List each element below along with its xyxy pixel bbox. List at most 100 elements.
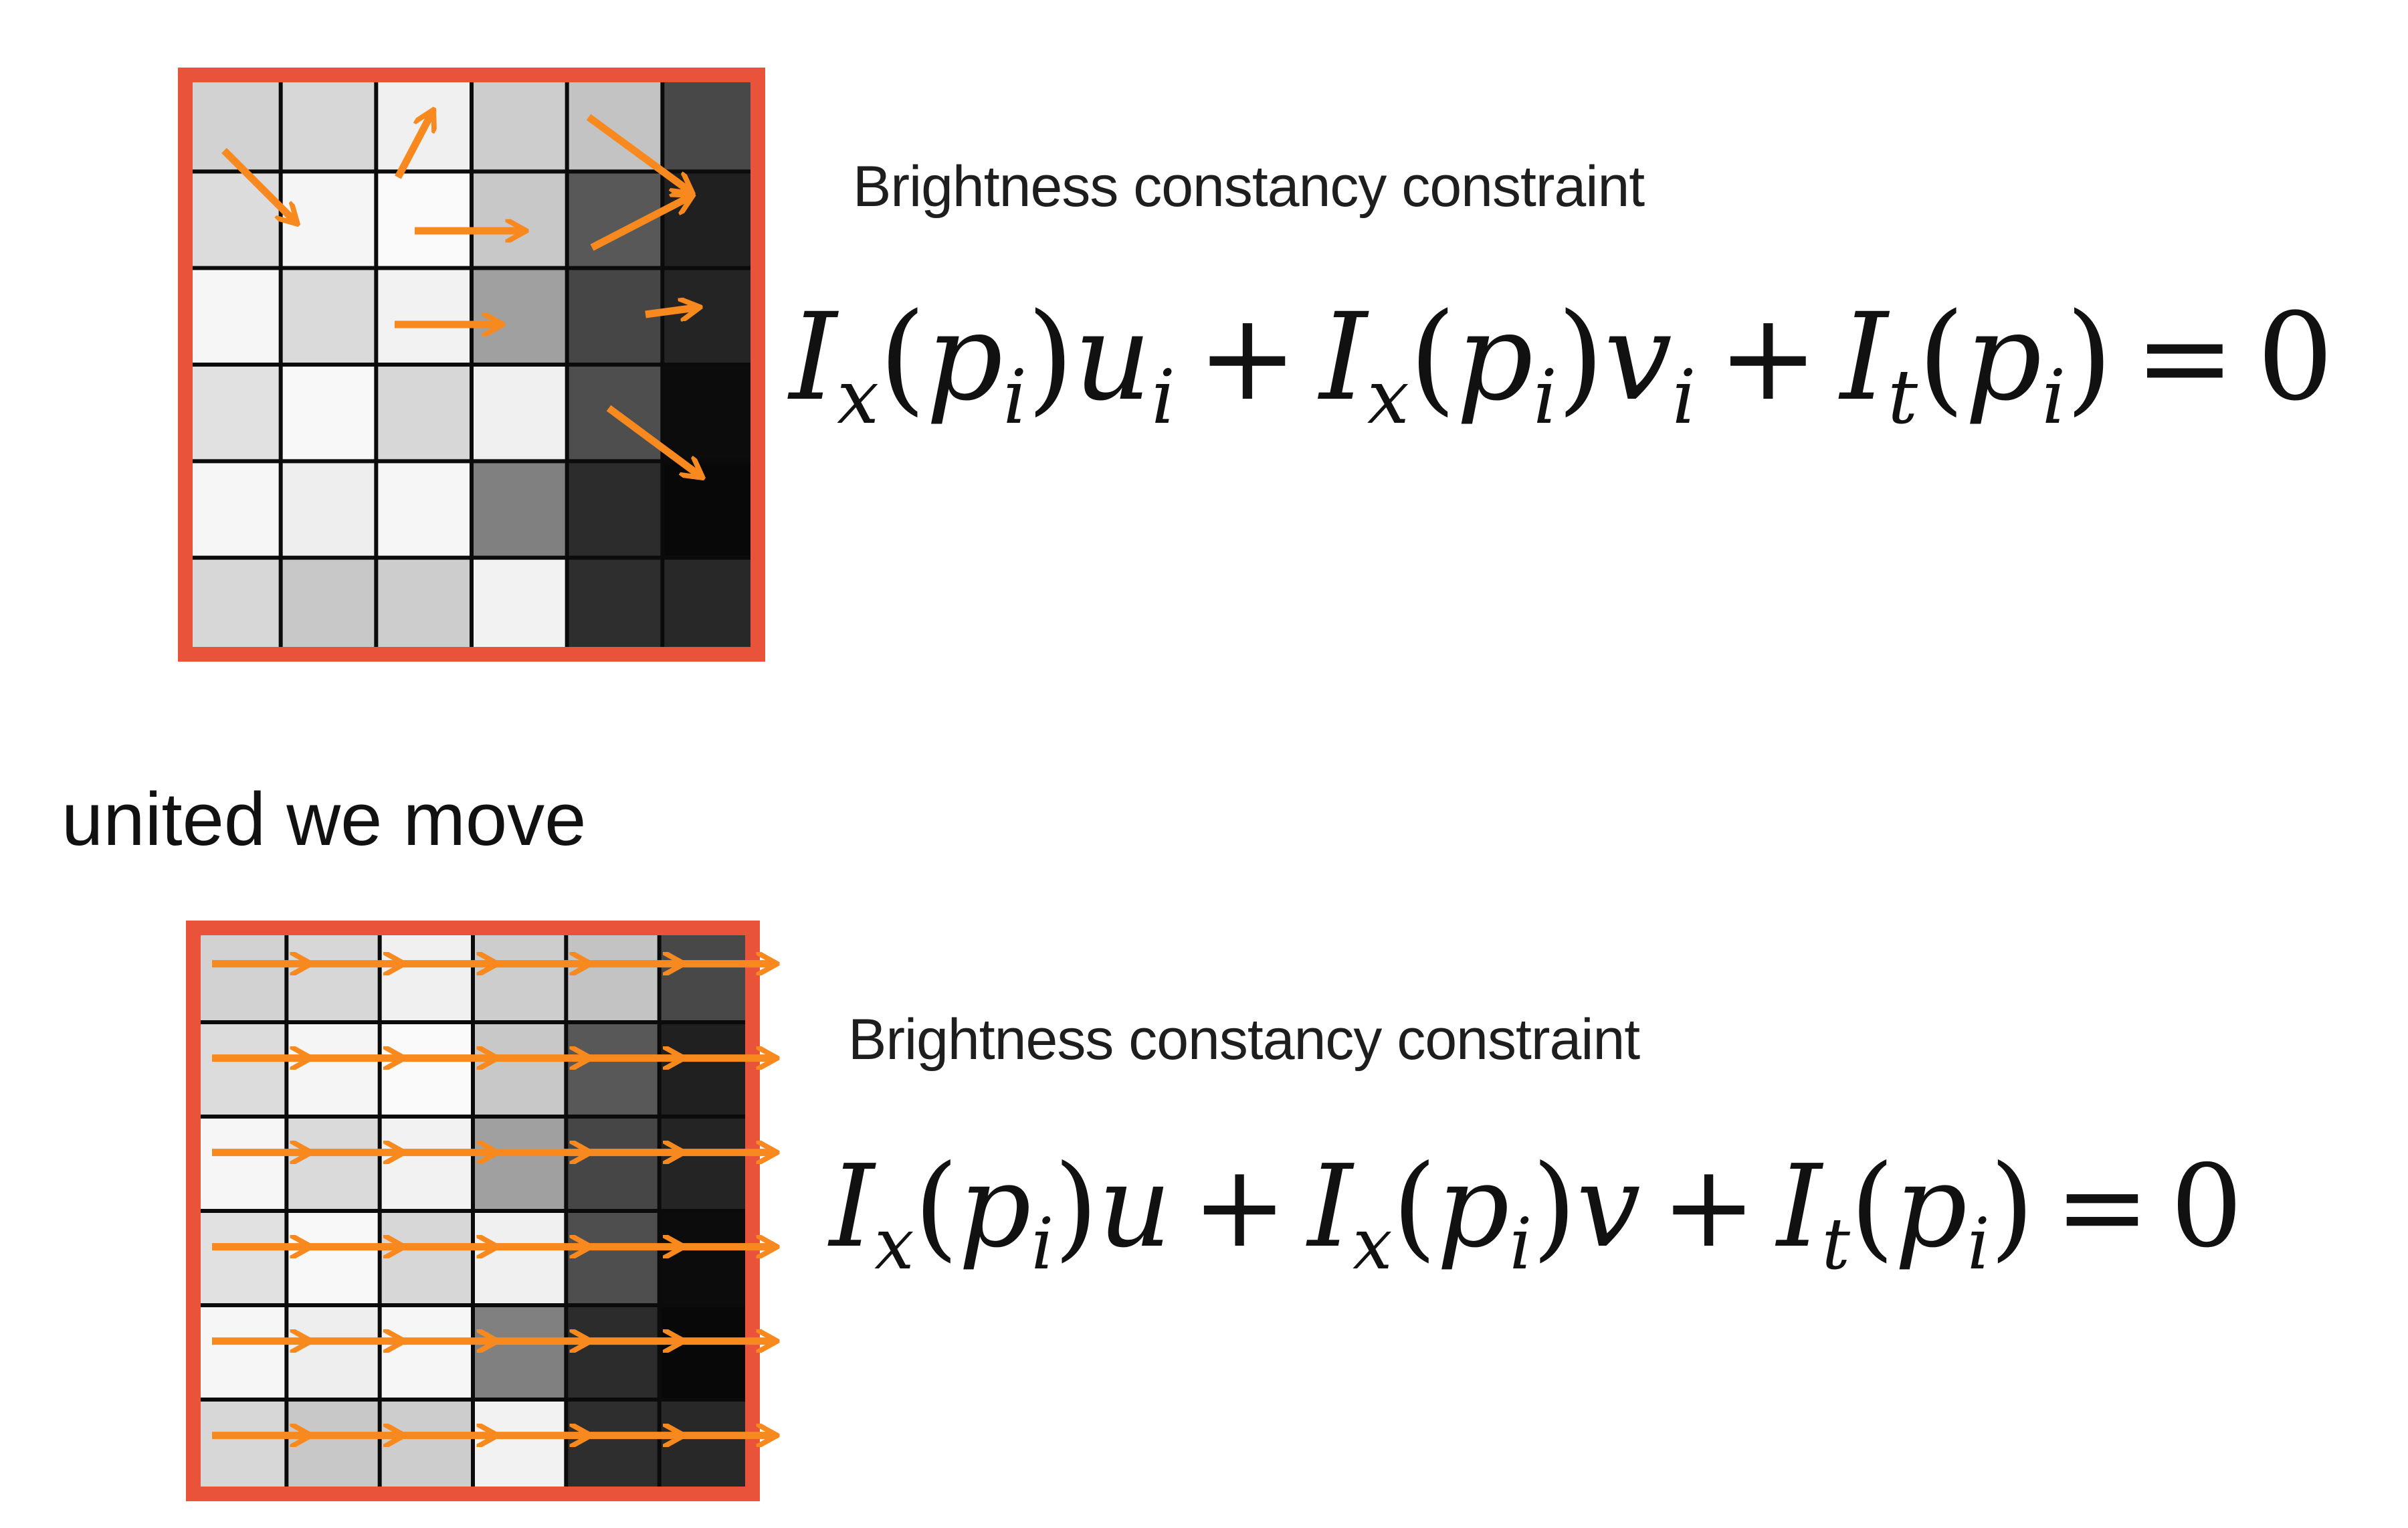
eq-top-p1: p: [926, 288, 1003, 427]
equation-bottom: Ix(pi)u+Ix(pi)v+It(pi)=0: [829, 1141, 2243, 1285]
grid-bottom-cell: [379, 1022, 473, 1117]
grid-bottom-cell: [473, 1211, 567, 1305]
eq-bottom-I3: I: [1777, 1141, 1822, 1273]
grid-top-cell: [280, 268, 377, 365]
eq-top-I3: I: [1840, 288, 1888, 427]
pixel-grid-bottom: [186, 921, 821, 1501]
grid-bottom-cell: [379, 928, 473, 1022]
grid-bottom-cell: [473, 928, 567, 1022]
grid-bottom-cell: [566, 1305, 660, 1400]
eq-bottom-p2-sub: i: [1509, 1202, 1532, 1285]
grid-top-cell: [376, 461, 472, 558]
eq-bottom-I2-sub: x: [1352, 1202, 1393, 1285]
grid-bottom-cell: [473, 1400, 567, 1494]
equation-top: Ix(pi)ui+Ix(pi)vi+It(pi)=0: [789, 288, 2334, 441]
grid-top-border: [178, 68, 765, 662]
eq-top-plus2: +: [1717, 288, 1819, 427]
eq-top-v-sub: i: [1672, 353, 1696, 441]
grid-bottom-cell: [286, 1400, 380, 1494]
eq-bottom-I2: I: [1307, 1141, 1353, 1273]
grid-top-cell: [376, 171, 472, 268]
grid-top-cell: [472, 557, 567, 654]
eq-bottom-u: u: [1098, 1141, 1172, 1273]
eq-bottom-I3-sub: t: [1821, 1202, 1850, 1285]
grid-bottom-cell: [566, 1211, 660, 1305]
grid-bottom-cell: [473, 1305, 567, 1400]
grid-top-cell: [185, 365, 281, 462]
grid-top-flow-arrow: [586, 114, 689, 191]
eq-bottom-equals: =: [2054, 1141, 2150, 1273]
eq-top-rhs: 0: [2257, 288, 2334, 427]
grid-bottom-cell: [193, 1305, 287, 1400]
eq-top-p2-sub: i: [1533, 353, 1557, 441]
eq-top-I1: I: [789, 288, 837, 427]
eq-bottom-I1-sub: x: [874, 1202, 914, 1285]
eq-top-I1-sub: x: [837, 353, 880, 441]
grid-top-cell: [376, 365, 472, 462]
grid-top-cell: [472, 365, 567, 462]
grid-bottom-cell: [566, 928, 660, 1022]
grid-top-flow-arrow: [645, 308, 696, 314]
grid-top-cell: [280, 557, 377, 654]
grid-bottom-cell: [193, 928, 287, 1022]
eq-bottom-I1: I: [829, 1141, 875, 1273]
grid-bottom-cell: [659, 928, 752, 1022]
grid-top-cell: [185, 171, 281, 268]
eq-top-I2-sub: x: [1367, 353, 1409, 441]
grid-bottom-cell: [473, 1022, 567, 1117]
grid-bottom-cell: [659, 1117, 752, 1211]
grid-top-cell: [280, 461, 377, 558]
grid-top-cell: [472, 461, 567, 558]
eq-top-p3: p: [1965, 288, 2042, 427]
grid-bottom-cell: [286, 1117, 380, 1211]
grid-top-cell: [472, 75, 567, 172]
grid-bottom-cell: [193, 1117, 287, 1211]
grid-top-cell: [185, 461, 281, 558]
grid-top-flow-arrow: [590, 197, 689, 251]
eq-bottom-p2: p: [1436, 1141, 1510, 1273]
grid-top-cell: [662, 365, 758, 462]
grid-bottom-cell: [659, 1022, 752, 1117]
eq-top-p1-sub: i: [1003, 353, 1027, 441]
grid-bottom-cell: [659, 1400, 752, 1494]
grid-top-cell: [662, 268, 758, 365]
eq-bottom-p1: p: [958, 1141, 1031, 1273]
eq-top-p2: p: [1456, 288, 1534, 427]
grid-bottom-cell: [286, 928, 380, 1022]
grid-bottom-cell: [193, 1400, 287, 1494]
grid-bottom-cell: [566, 1400, 660, 1494]
grid-top-cell: [376, 557, 472, 654]
grid-bottom-cell: [286, 1022, 380, 1117]
grid-bottom-cell: [659, 1211, 752, 1305]
grid-bottom-cell: [473, 1117, 567, 1211]
grid-top-cell: [376, 268, 472, 365]
grid-bottom-cell: [193, 1022, 287, 1117]
grid-bottom-cell: [193, 1211, 287, 1305]
grid-top-cell: [185, 268, 281, 365]
grid-bottom-cell: [659, 1305, 752, 1400]
grid-bottom-border: [186, 921, 760, 1501]
grid-top-cell: [567, 557, 663, 654]
grid-top-cell: [662, 75, 758, 172]
grid-top-cell: [472, 171, 567, 268]
grid-bottom-cell: [379, 1211, 473, 1305]
grid-top-cell: [185, 557, 281, 654]
eq-top-plus1: +: [1197, 288, 1298, 427]
eq-top-I2: I: [1319, 288, 1367, 427]
eq-bottom-plus2: +: [1661, 1141, 1757, 1273]
eq-bottom-rhs: 0: [2170, 1141, 2243, 1273]
eq-bottom-v: v: [1576, 1141, 1641, 1273]
grid-bottom-cell: [286, 1305, 380, 1400]
eq-bottom-p3-sub: i: [1967, 1202, 1990, 1285]
grid-top-cell: [280, 75, 377, 172]
eq-bottom-p1-sub: i: [1031, 1202, 1054, 1285]
eq-top-equals: =: [2134, 288, 2235, 427]
grid-bottom-cell: [379, 1117, 473, 1211]
eq-top-u: u: [1074, 288, 1152, 427]
eq-top-p3-sub: i: [2041, 353, 2066, 441]
grid-bottom-cell: [566, 1117, 660, 1211]
grid-bottom-cell: [379, 1400, 473, 1494]
grid-bottom-cell: [566, 1022, 660, 1117]
grid-top-cell: [280, 365, 377, 462]
caption-top: Brightness constancy constraint: [853, 155, 1645, 219]
